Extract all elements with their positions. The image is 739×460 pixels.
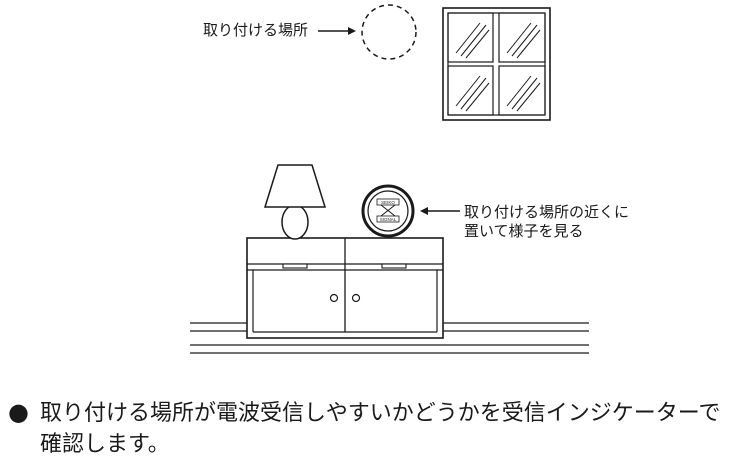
arrow-left-icon — [420, 207, 460, 215]
clock-note-line2: 置いて様子を見る — [464, 222, 584, 240]
window-icon — [442, 7, 551, 121]
clock-face-text-bottom: SIGNAL — [380, 217, 397, 222]
mount-location-label: 取り付ける場所 — [203, 21, 309, 39]
cabinet-icon — [246, 237, 444, 339]
clock-face-text-top: SEIKO — [381, 200, 395, 205]
arrow-right-icon — [318, 27, 356, 35]
lamp-icon — [263, 164, 327, 240]
clock-icon: SEIKO SIGNAL — [361, 184, 415, 238]
bullet-icon: ● — [8, 398, 29, 426]
clock-note-line1: 取り付ける場所の近くに — [464, 203, 630, 221]
instruction-text: 取り付ける場所が電波受信しやすいかどうかを受信インジケーターで確認します。 — [40, 401, 721, 457]
clock-placement-note: 取り付ける場所の近くに 置いて様子を見る — [464, 203, 629, 241]
instruction: ● 取り付ける場所が電波受信しやすいかどうかを受信インジケーターで確認します。 — [8, 398, 738, 460]
dashed-circle-icon — [361, 4, 417, 60]
